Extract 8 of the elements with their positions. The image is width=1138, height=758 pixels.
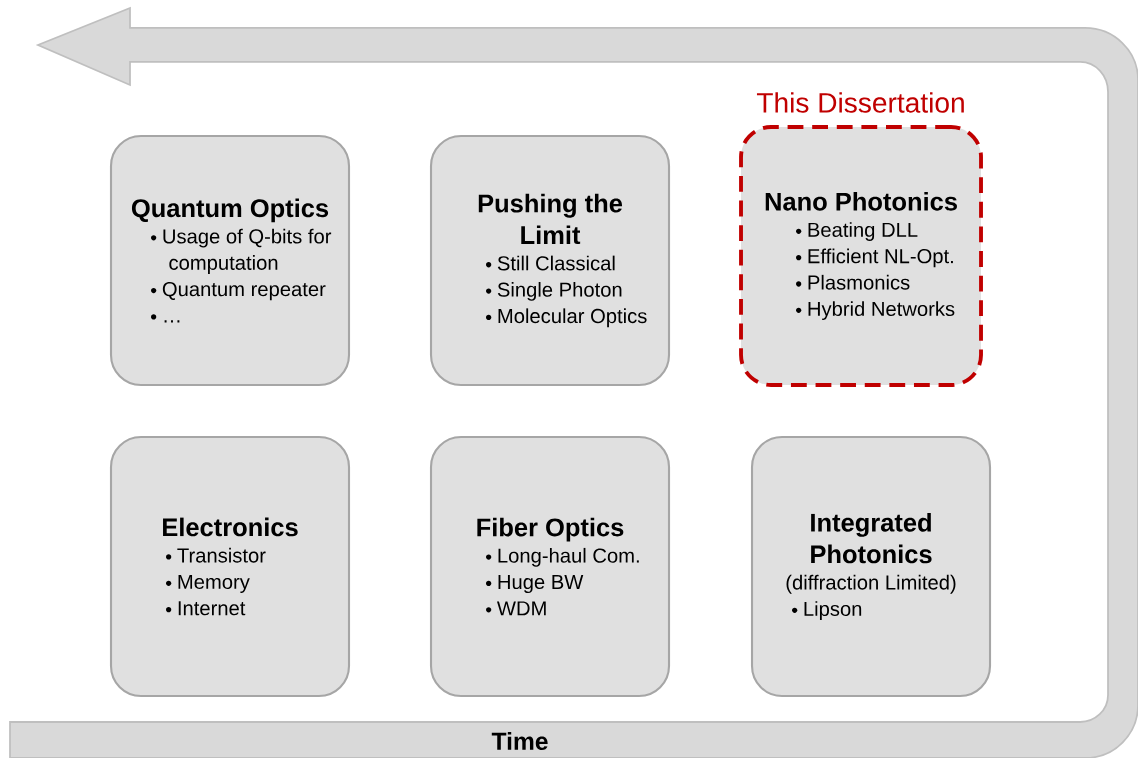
topic-box: Integrated Photonics (diffraction Limited) Lipson <box>750 435 992 698</box>
topic-box: Pushing the Limit Still Classical Single Photon Molecular Optics <box>429 134 671 387</box>
topic-box: Electronics Transistor Memory Internet <box>109 435 351 698</box>
topic-box: Fiber Optics Long-haul Com. Huge BW WDM <box>429 435 671 698</box>
topic-box: Nano Photonics Beating DLL Efficient NL-Opt. Plasmonics Hybrid Networks <box>739 125 983 387</box>
topic-box: Quantum Optics Usage of Q-bits for computation Quantum repeater … <box>109 134 351 387</box>
axis-label: Time <box>491 731 548 751</box>
annotation-label: This Dissertation <box>756 92 964 113</box>
